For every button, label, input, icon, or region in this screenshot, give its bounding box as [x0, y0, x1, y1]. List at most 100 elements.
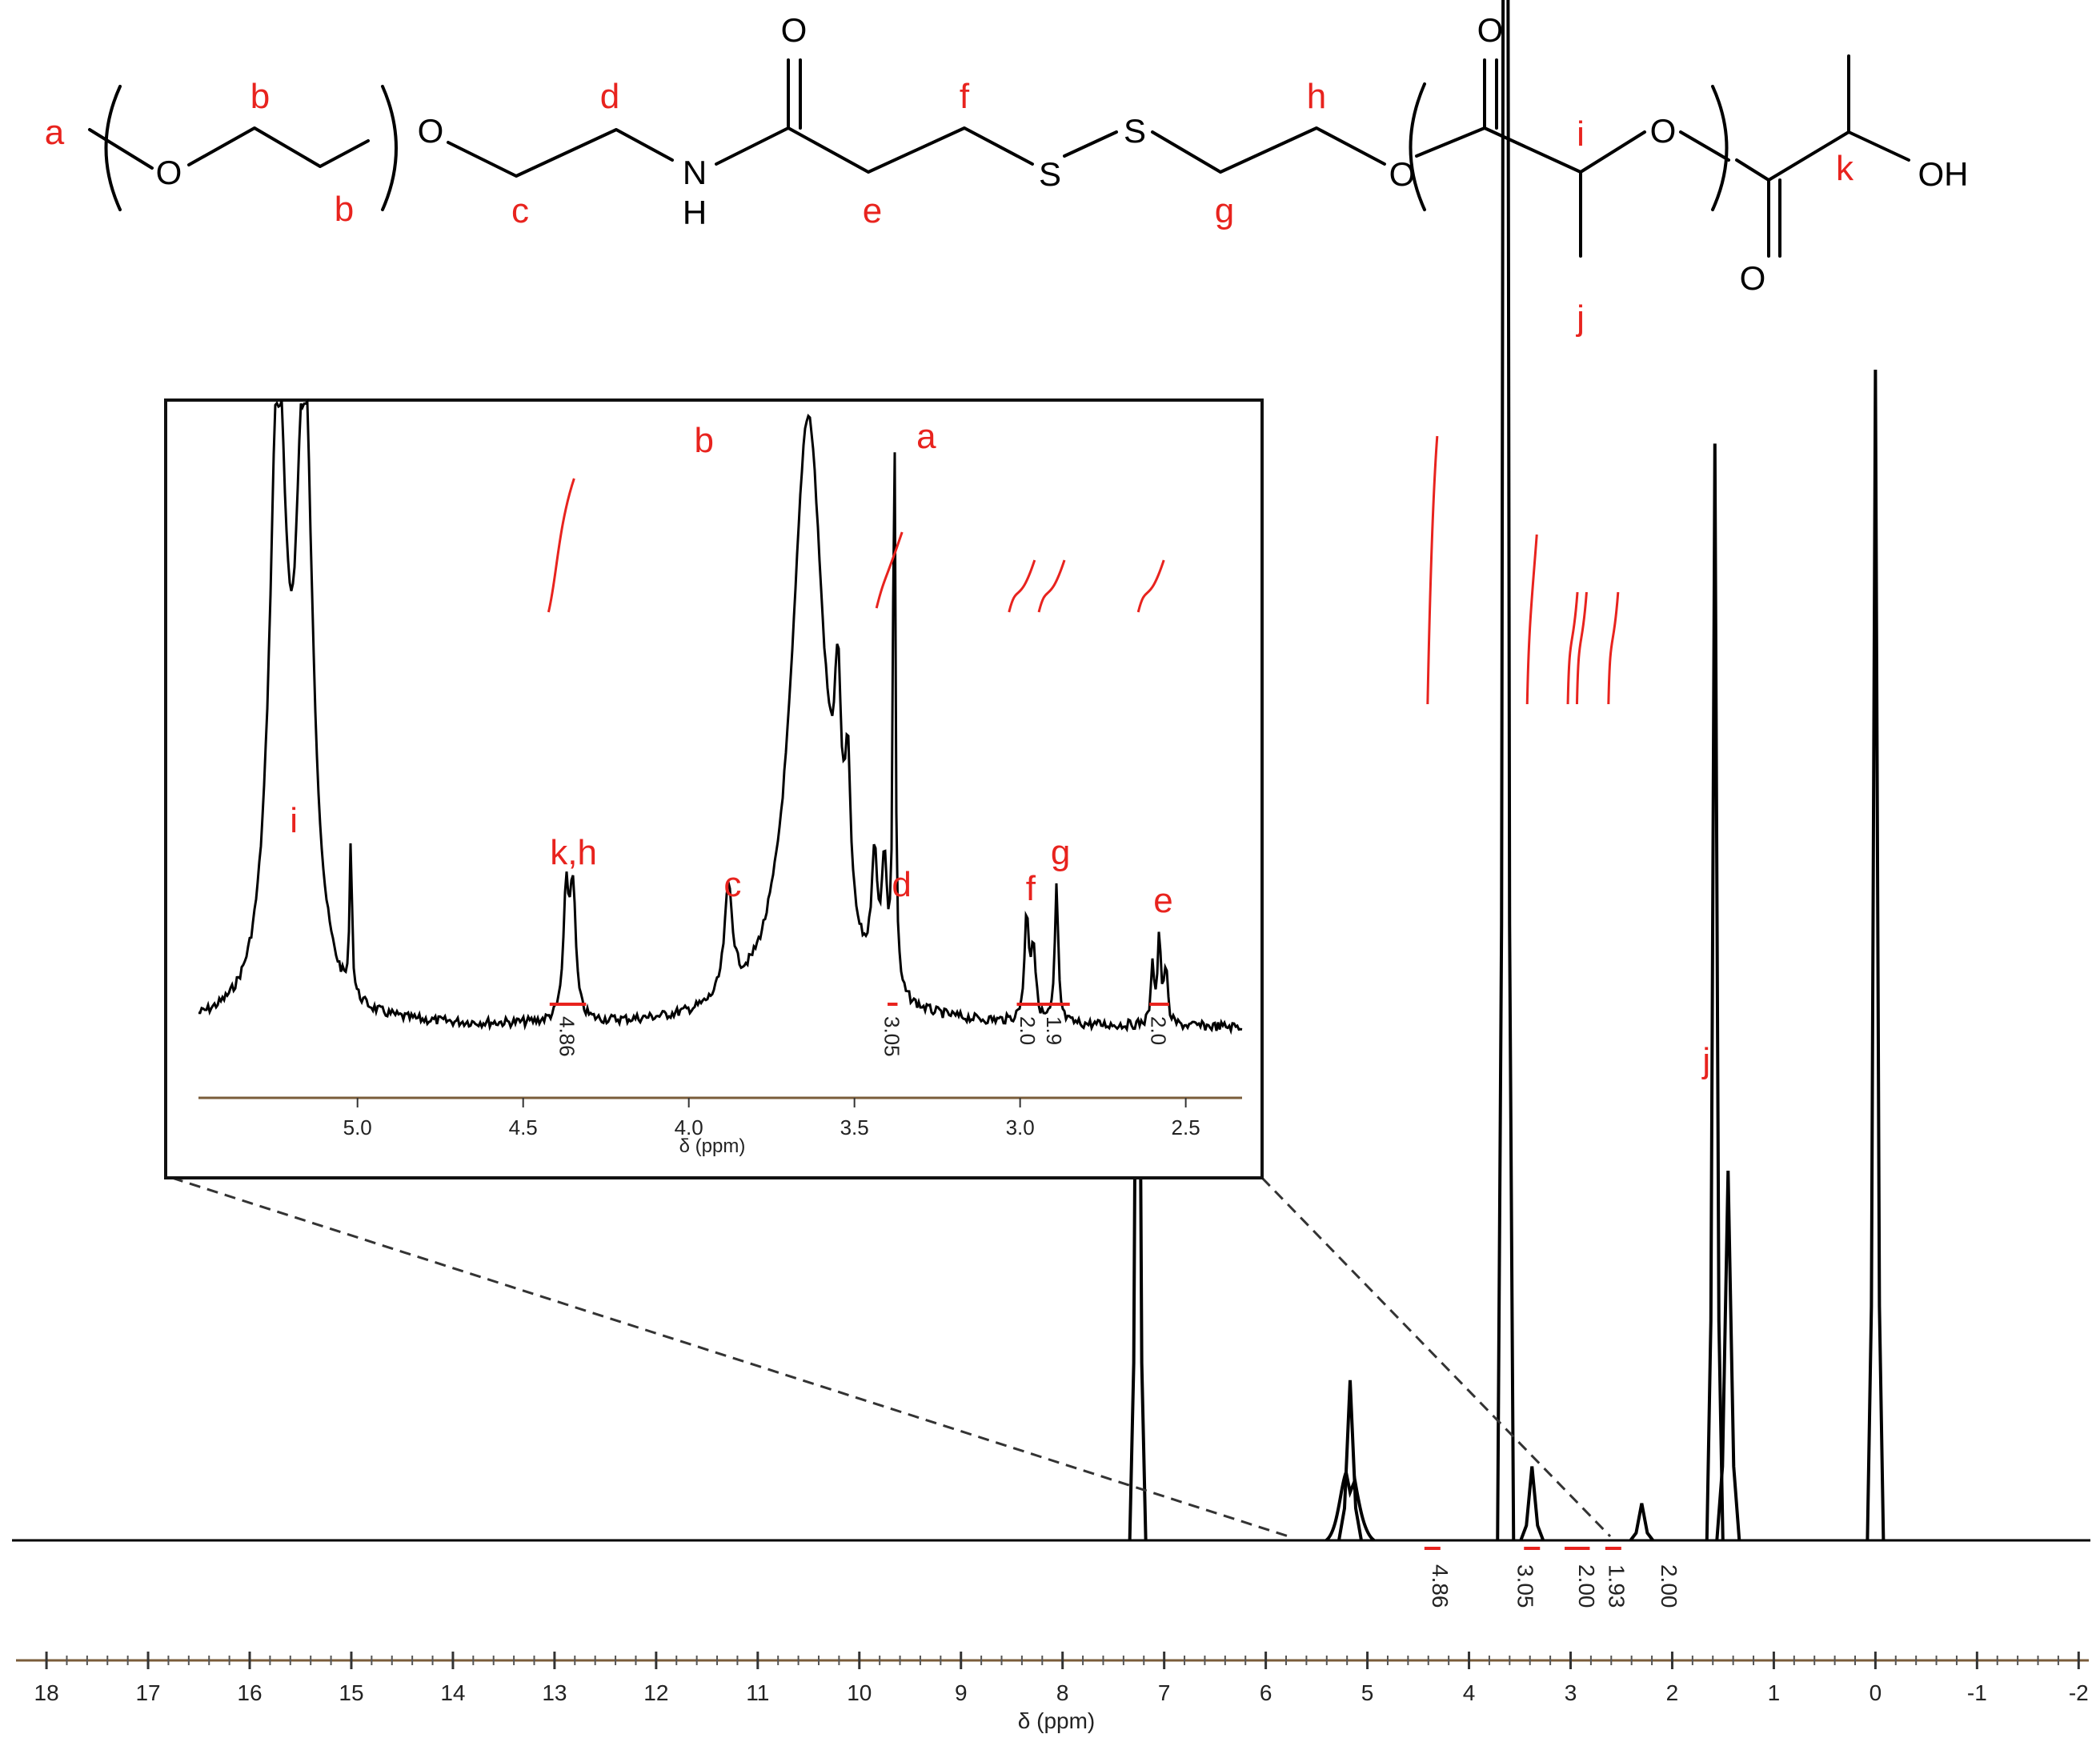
bond [187, 126, 370, 168]
inset-spectrum-trace [198, 398, 1243, 1035]
inset-peak-label-f: f [1026, 869, 1036, 908]
main-integral-value: 4.86 [1428, 1564, 1453, 1608]
main-peak-3 [1519, 1466, 1545, 1541]
repeat-bracket-right-1 [381, 85, 398, 211]
main-peak-6 [1715, 1170, 1741, 1541]
main-tick-label: 12 [643, 1680, 668, 1705]
main-tick-label: 18 [34, 1680, 59, 1705]
main-peak-2 [1496, 0, 1516, 1541]
main-tick-label: 5 [1361, 1680, 1374, 1705]
main-integral-curve [1426, 435, 1439, 705]
bond [88, 128, 154, 170]
main-tick-label: 2 [1666, 1680, 1679, 1705]
main-integral-value: 3.05 [1513, 1564, 1537, 1608]
inset-integral-curve [1136, 559, 1165, 613]
main-integral-value: 1.93 [1604, 1564, 1629, 1608]
inset-peak-label-kh: k,h [550, 833, 597, 872]
inset-integral-value: 3.05 [880, 1016, 904, 1057]
bond [447, 128, 674, 178]
atom-h: H [683, 194, 707, 231]
struct-label-a: a [45, 113, 65, 152]
struct-label-k: k [1836, 149, 1854, 188]
main-tick-label: 16 [237, 1680, 262, 1705]
atom-oh: OH [1918, 155, 1969, 193]
repeat-bracket-left-2 [1409, 82, 1426, 211]
main-tick-label: 7 [1158, 1680, 1171, 1705]
structure-atoms: O O N H O S S O O O O OH [156, 11, 1969, 297]
bond [715, 126, 1034, 174]
main-peak-label-j: j [1701, 1041, 1710, 1080]
main-integral-value: 2.00 [1657, 1564, 1681, 1608]
struct-label-g: g [1215, 191, 1234, 230]
inset-integral-curve [875, 531, 904, 609]
inset-peak-label-a: a [916, 417, 936, 456]
inset-tick-label: 4.0 [675, 1115, 703, 1139]
inset-peak-label-g: g [1051, 833, 1070, 872]
struct-label-i: i [1577, 114, 1585, 154]
main-peak-5 [1705, 443, 1725, 1541]
struct-label-e: e [863, 191, 882, 230]
main-integral-curve [1607, 591, 1620, 705]
atom-o: O [1477, 11, 1504, 49]
struct-label-b: b [250, 77, 270, 116]
atom-o: O [1389, 155, 1416, 193]
main-integral-curve [1566, 591, 1579, 705]
inset-tick-label: 5.0 [343, 1115, 372, 1139]
struct-label-j: j [1575, 298, 1585, 338]
inset-tick-label: 3.5 [840, 1115, 869, 1139]
struct-label-h: h [1307, 77, 1326, 116]
main-x-axis-label: δ (ppm) [1018, 1708, 1095, 1733]
main-tick-label: 8 [1056, 1680, 1069, 1705]
main-tick-label: 11 [746, 1680, 769, 1705]
zoom-connector-right [1260, 1176, 1612, 1538]
main-integral-value: 2.00 [1574, 1564, 1599, 1608]
main-peak-7 [1866, 369, 1886, 1541]
inset-integral-value: 2.0 [1016, 1016, 1040, 1045]
repeat-bracket-right-2 [1711, 85, 1729, 211]
main-peak-4 [1629, 1503, 1654, 1542]
structure-labels: a b b c d e f g h i j k [45, 77, 1854, 338]
inset-peak-label-d: d [892, 865, 911, 904]
inset-peak-label-i: i [290, 801, 298, 840]
inset-x-axis-label: δ (ppm) [679, 1135, 746, 1157]
inset-integral-value: 4.86 [555, 1016, 579, 1057]
inset-integral-curve [547, 478, 575, 613]
main-tick-label: -1 [1967, 1680, 1987, 1705]
atom-o: O [156, 154, 182, 191]
inset-integral-value: 1.9 [1042, 1016, 1066, 1045]
inset-frame [164, 398, 1264, 1179]
inset-peaks [198, 398, 1243, 1035]
atom-o: O [1650, 112, 1677, 150]
atom-o: O [781, 11, 808, 49]
main-tick-label: 3 [1565, 1680, 1577, 1705]
main-peak-multiplet [1325, 1467, 1376, 1542]
main-integral-curve [1575, 591, 1588, 705]
main-integral-curve [1525, 534, 1538, 705]
struct-label-b: b [335, 190, 354, 229]
atom-o: O [1740, 259, 1766, 297]
main-tick-label: 9 [955, 1680, 968, 1705]
main-tick-label: 1 [1768, 1680, 1781, 1705]
inset-peak-label-b: b [694, 421, 713, 460]
main-tick-label: 6 [1260, 1680, 1272, 1705]
bond [1415, 126, 1646, 174]
main-peak-labels: j [1701, 1041, 1710, 1080]
struct-label-c: c [511, 191, 529, 230]
main-peak-1 [1337, 1380, 1363, 1541]
atom-n: N [683, 154, 707, 191]
main-tick-label: 13 [542, 1680, 567, 1705]
bond [1735, 130, 1910, 182]
main-tick-label: 0 [1870, 1680, 1882, 1705]
inset-integral-curve [1008, 559, 1036, 613]
struct-label-d: d [600, 77, 619, 116]
inset-tick-label: 3.0 [1006, 1115, 1035, 1139]
chemical-structure [88, 54, 1910, 258]
zoom-connector-left [171, 1176, 1289, 1538]
bond [1151, 126, 1386, 174]
main-tick-label: -2 [2069, 1680, 2089, 1705]
